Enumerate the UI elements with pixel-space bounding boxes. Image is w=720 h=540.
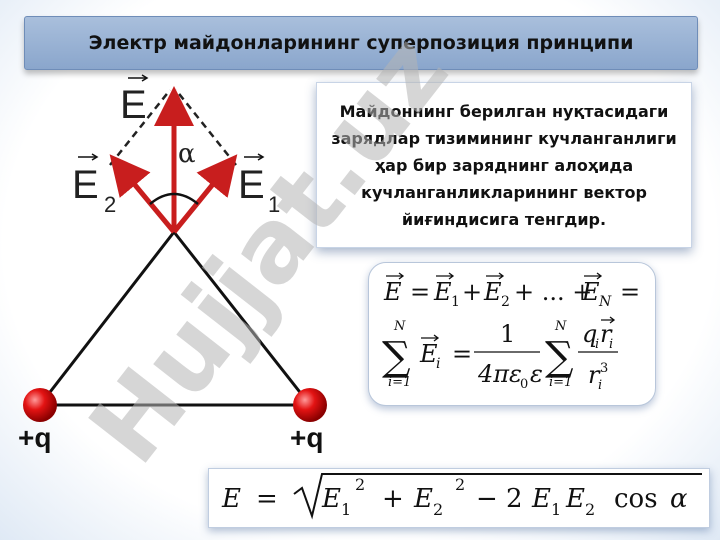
f2-lines: [421, 316, 618, 353]
charge-left: [23, 388, 57, 422]
f1-eq-end: =: [620, 278, 640, 306]
f1-plus: +: [462, 278, 482, 306]
f3-E: E: [221, 484, 241, 514]
f3-E1: E: [321, 484, 341, 514]
f3-minus: − 2: [476, 484, 523, 514]
E1-vector-bar-tip: [257, 153, 265, 161]
f3-E1b: E: [531, 484, 551, 514]
f1-eq: =: [410, 278, 430, 306]
formula-superposition: E = E 1 + E 2 + ... + E N =: [383, 278, 640, 310]
f3-E2b: E: [565, 484, 585, 514]
f3-sup2: 2: [455, 475, 465, 494]
f1-E1: E: [433, 278, 452, 306]
vector-E2: [109, 154, 176, 234]
f1-vector-arrows: [386, 272, 603, 280]
f2-q: q: [582, 320, 597, 348]
label-E: E: [120, 83, 147, 127]
magnitude-formula-box: [208, 468, 710, 528]
label-E2-subscript: 2: [104, 192, 116, 217]
f3-sup1: 2: [355, 475, 365, 494]
f3-cos: cos: [614, 484, 658, 514]
f2-sum2-bottom: i=1: [549, 375, 572, 390]
f2-eps-sub: 0: [520, 377, 528, 392]
f1-sub1: 1: [451, 294, 460, 310]
dashed-guide-right: [175, 89, 237, 166]
f2-sum-top: N: [393, 319, 406, 334]
f2-sum2-top: N: [554, 319, 567, 334]
charge-right-label: +q: [290, 422, 323, 453]
f2-eq: =: [452, 340, 472, 368]
f2-r-den-sub: i: [598, 378, 602, 393]
f2-r-den: r: [588, 361, 601, 389]
label-E1-subscript: 1: [268, 192, 280, 217]
f3-sub1b: 1: [551, 500, 561, 519]
f2-sigma-2: ∑: [545, 334, 574, 380]
vector-E1: [172, 154, 238, 234]
definition-text: Майдоннинг берилган нуқтасидаги зарядлар…: [331, 101, 677, 229]
sum-formula-box: [368, 262, 656, 406]
f1-E: E: [383, 278, 402, 306]
f2-eps-tail: ε: [530, 360, 543, 388]
f3-sub2b: 2: [585, 500, 595, 519]
charge-right: [293, 388, 327, 422]
label-E2: E: [72, 163, 99, 207]
f1-sub2: 2: [501, 294, 510, 310]
f2-frac-den: 4πε: [477, 360, 522, 388]
f1-EN: E: [581, 278, 600, 306]
triangle-right-side: [172, 231, 312, 406]
f3-E2: E: [413, 484, 433, 514]
f2-r-sub: i: [609, 337, 613, 352]
slide-title: Электр майдонларининг суперпозиция принц…: [88, 32, 634, 54]
f1-subN: N: [598, 294, 612, 310]
f3-sub1: 1: [341, 500, 351, 519]
f3-alpha: α: [670, 484, 688, 514]
formula-sum: N ∑ i=1 E i = 1 4πε 0 ε N ∑ i=1 q i r i …: [382, 319, 613, 393]
f2-q-sub: i: [595, 337, 599, 352]
f2-sub-i: i: [436, 356, 440, 372]
E-vector-bar-tip: [141, 74, 149, 82]
formula-magnitude: E = E 1 2 + E 2 2 − 2 E 1 E 2 cos α: [221, 475, 688, 519]
f2-sum-bottom: i=1: [388, 375, 411, 390]
title-bar: Электр майдонларининг суперпозиция принц…: [24, 16, 698, 70]
f3-sub2: 2: [433, 500, 443, 519]
f3-eq: =: [256, 484, 278, 514]
f3-sqrt-sign: [293, 473, 702, 520]
f1-dots: + ... +: [514, 278, 592, 306]
angle-arc: [149, 192, 199, 205]
f2-pow: 3: [600, 361, 608, 376]
f2-r: r: [600, 320, 613, 348]
f2-frac-num: 1: [500, 320, 515, 348]
label-alpha: α: [178, 139, 196, 169]
f1-E2: E: [483, 278, 502, 306]
E2-vector-bar-tip: [91, 153, 99, 161]
dashed-guide-left: [109, 89, 171, 166]
charge-left-label: +q: [18, 422, 51, 453]
definition-box: Майдоннинг берилган нуқтасидаги зарядлар…: [316, 82, 692, 248]
label-E1: E: [238, 163, 265, 207]
f2-Ei: E: [419, 340, 438, 368]
f3-plus: +: [382, 484, 404, 514]
triangle-left-side: [38, 231, 176, 406]
f2-sigma-1: ∑: [382, 334, 411, 380]
